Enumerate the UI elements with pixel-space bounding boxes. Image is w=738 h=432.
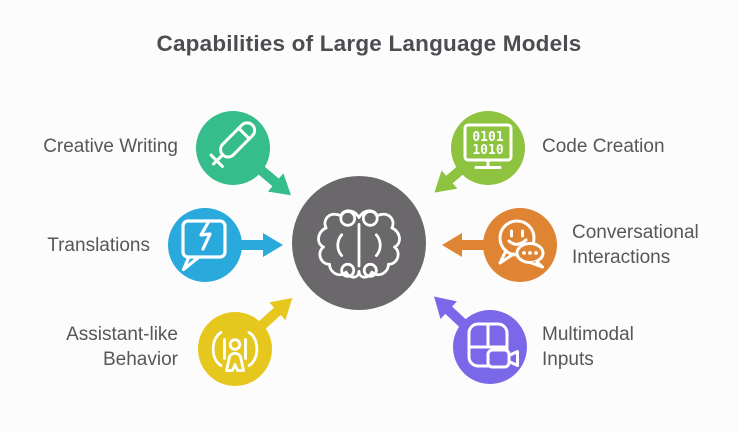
binary-monitor-icon: 0101 1010	[463, 123, 513, 169]
pen-icon	[209, 121, 257, 168]
label-code-creation: Code Creation	[542, 136, 665, 157]
label-assistant-like-behavior: Assistant-like Behavior	[66, 324, 178, 370]
label-creative-writing: Creative Writing	[43, 136, 178, 157]
bubble-code-creation: 0101 1010	[451, 111, 525, 185]
bubble-assistant-like-behavior	[198, 312, 272, 386]
page-title: Capabilities of Large Language Models	[156, 31, 582, 56]
label-multimodal-inputs: Multimodal Inputs	[542, 324, 634, 370]
center-brain-node	[292, 176, 426, 310]
label-translations: Translations	[47, 235, 150, 256]
bubble-multimodal-inputs	[453, 310, 527, 384]
svg-text:0101: 0101	[472, 130, 503, 145]
assistant-person-icon	[211, 331, 259, 372]
bubble-translations	[168, 208, 242, 282]
label-conversational-interactions: Conversational Interactions	[572, 222, 699, 268]
grid-camera-icon	[467, 322, 519, 369]
bubble-conversational-interactions	[483, 208, 557, 282]
broken-speech-bubble-icon	[181, 219, 227, 272]
brain-icon	[317, 208, 401, 279]
bubble-creative-writing	[196, 111, 270, 185]
chat-bubbles-icon	[498, 219, 545, 269]
svg-text:1010: 1010	[472, 143, 503, 158]
